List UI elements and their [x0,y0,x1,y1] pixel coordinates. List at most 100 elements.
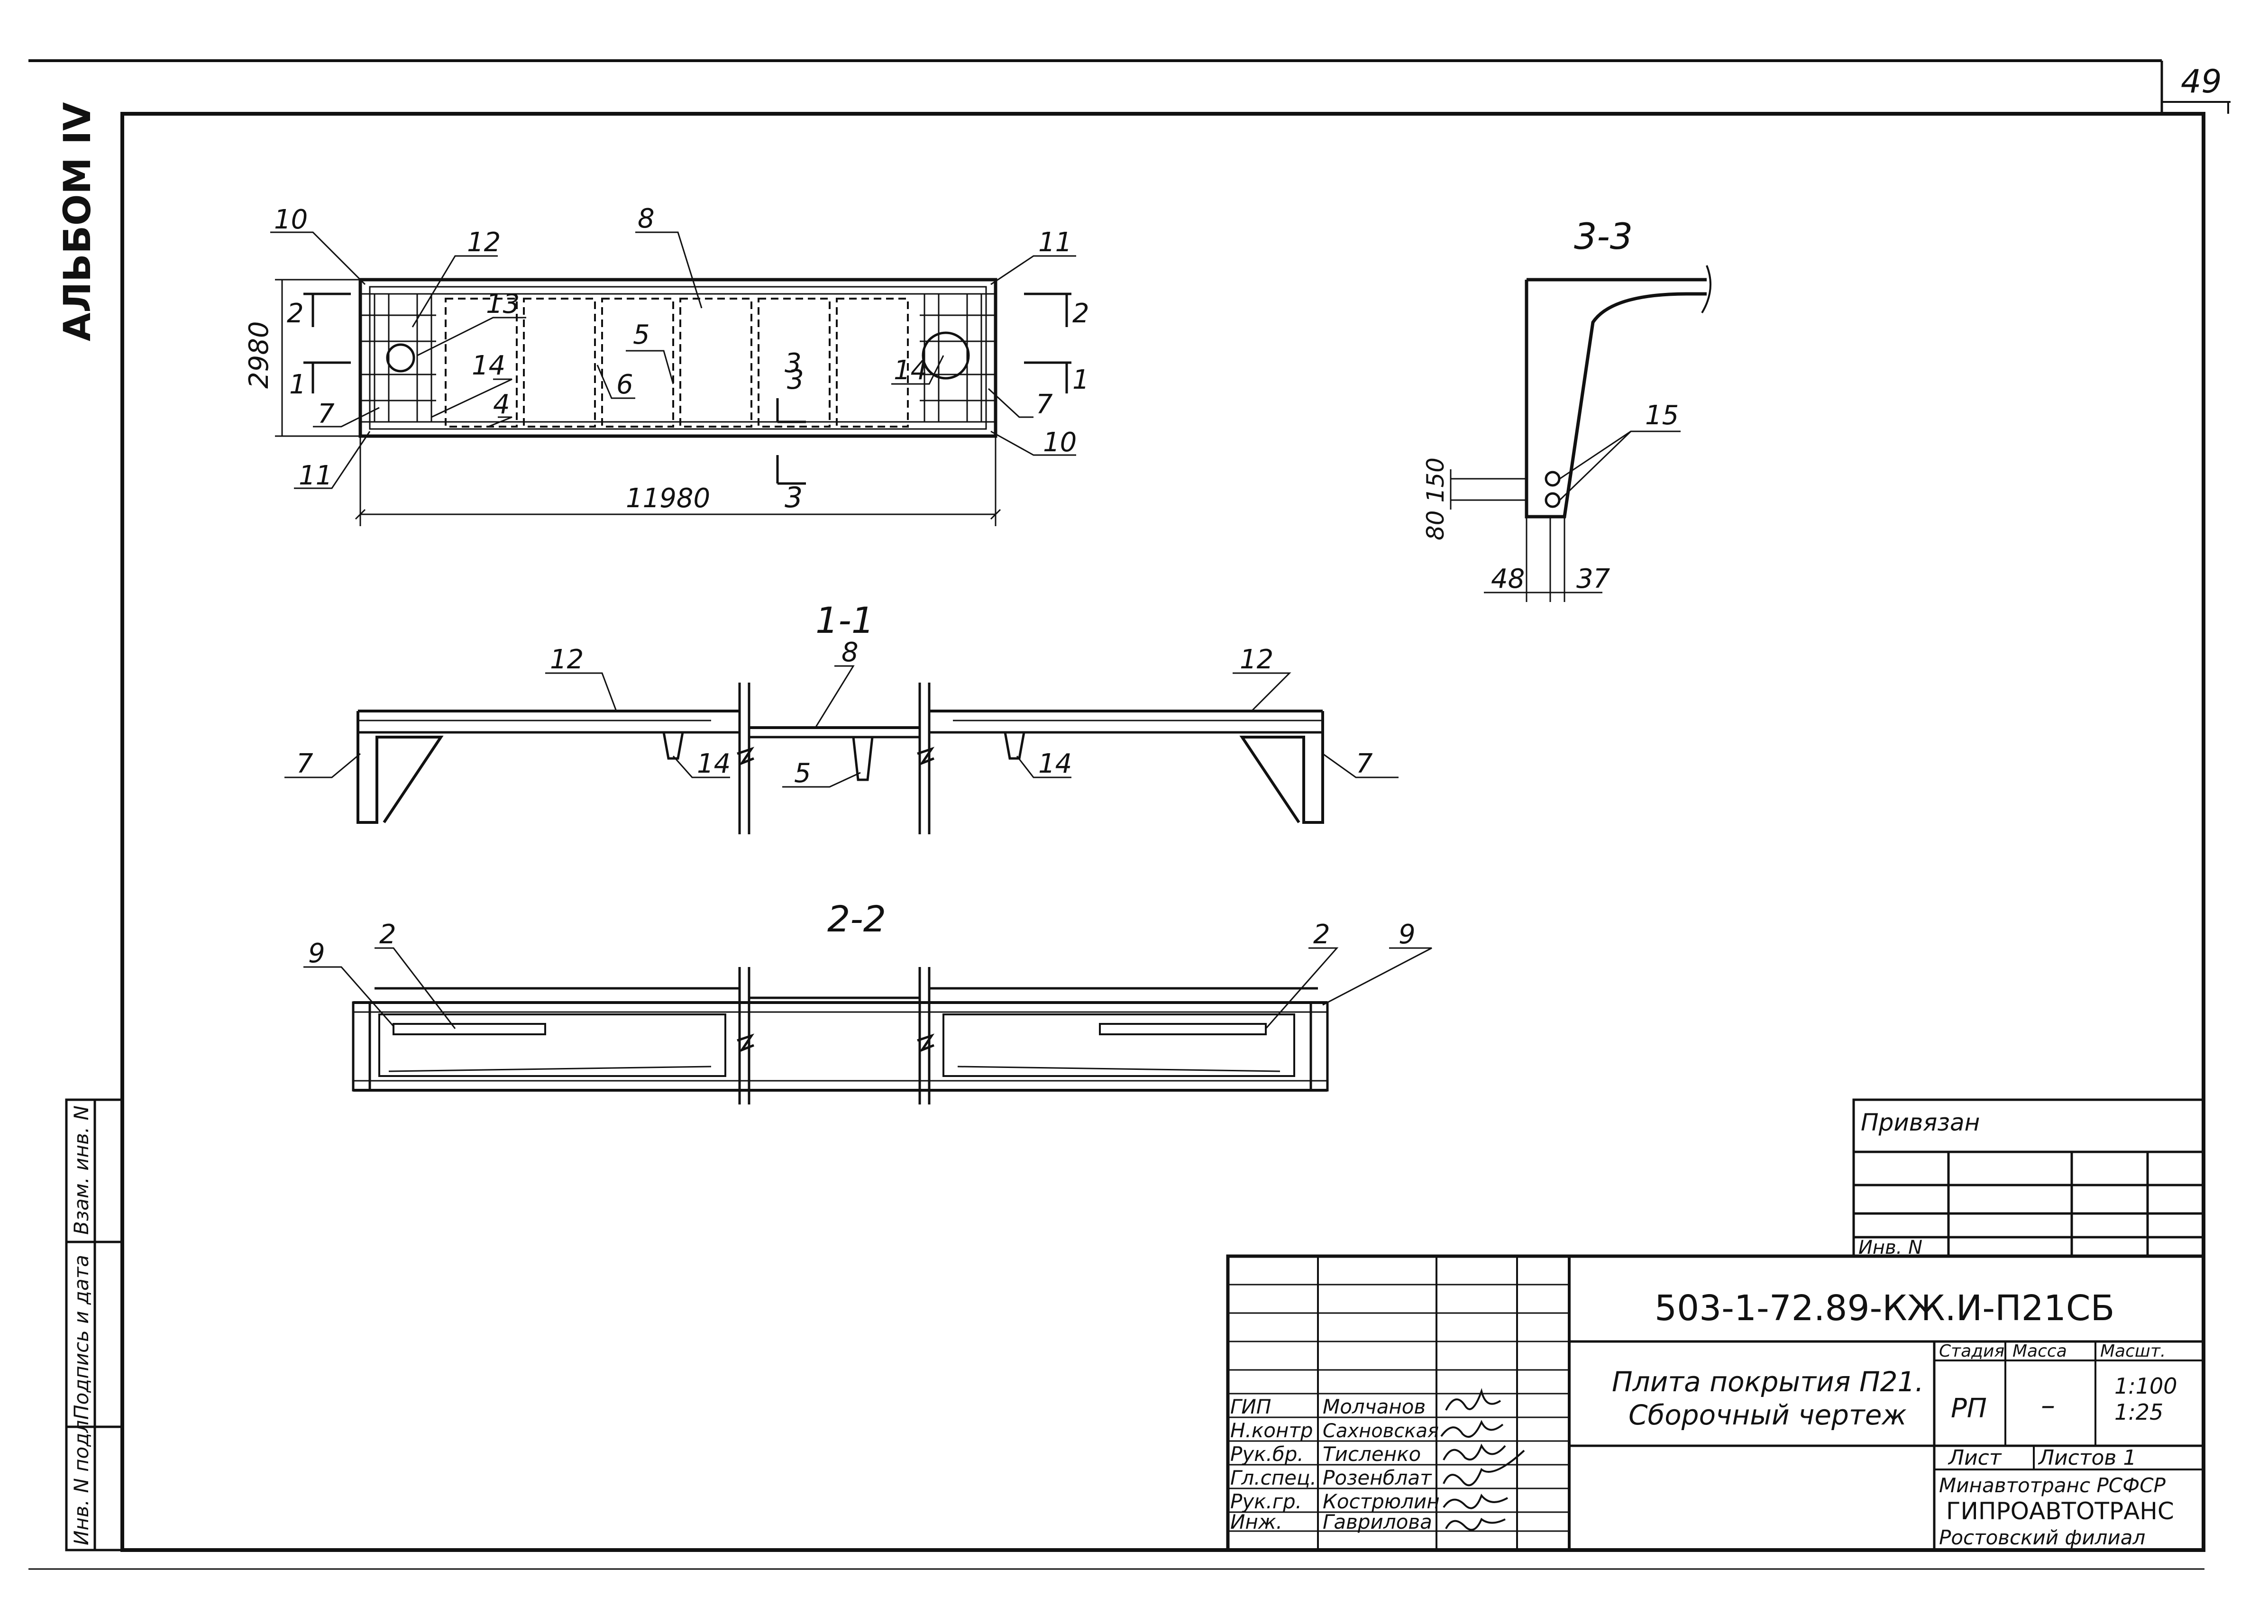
section-2-2-callout-9b: 9 [1399,919,1416,950]
plan-callout-11a: 11 [1038,227,1072,258]
plan-callout-14b: 14 [894,355,927,386]
person-name-5: Гаврилова [1323,1510,1432,1533]
plan-end-grid-right [920,294,996,422]
signatures [1441,1391,1524,1530]
person-role-3: Гл.спец. [1230,1466,1317,1489]
section-1-1-callout-14a: 14 [697,748,731,779]
plan-callout-6: 6 [616,369,633,400]
org-line2: ГИПРОАВТОТРАНС [1946,1497,2174,1525]
plan-callout-10a: 10 [274,204,308,235]
section-3-3-dim-left: 48 [1491,564,1525,594]
section-1-1-callout-5: 5 [794,758,811,789]
plan-callout-14a: 14 [472,350,505,381]
plan-mark-1-right: 1 [1072,365,1089,395]
plan-callout-3: 3 [787,365,804,395]
plan-dashed-panels [446,299,908,427]
scale-value-1: 1:100 [2114,1373,2177,1399]
plan-mark-2-left: 2 [287,298,304,329]
plan-callout-10b: 10 [1043,427,1077,458]
plan-callout-12: 12 [467,227,501,258]
sheet-number: 49 [2181,63,2222,100]
side-stamp [66,1100,122,1550]
section-2-2-breaks [737,967,934,1104]
plan-lifting-hole-right [923,333,969,378]
plan-leaders [270,232,1076,488]
head-stage: Стадия [1939,1341,2004,1361]
section-1-1-breaks [737,683,934,834]
head-scale: Масшт. [2100,1341,2166,1361]
plan-labels: 10 12 8 11 13 5 14 3 6 4 7 14 7 10 11 29… [244,203,1089,514]
title-block [1228,1256,2204,1550]
section-1-1-callout-7a: 7 [296,748,313,779]
section-3-3-dim-right: 37 [1576,564,1610,594]
sheet-label: Лист [1948,1446,2002,1470]
plan-mark-1-left: 1 [289,369,306,400]
side-stamp-podpis: Подпись и дата [70,1255,93,1420]
section-1-1-callout-12b: 12 [1240,644,1273,675]
side-stamp-vzam: Взам. инв. N [70,1105,93,1235]
section-3-3-title: 3-3 [1574,215,1633,257]
plan-dim-length: 11980 [626,483,710,514]
plan-callout-7a: 7 [318,399,335,429]
plan-slab-outline [360,280,996,436]
plan-callout-13: 13 [486,289,520,319]
person-role-4: Рук.гр. [1230,1490,1302,1513]
plan-callout-11b: 11 [299,460,332,491]
section-2-2-title: 2-2 [827,898,886,940]
privyazan-block [1854,1100,2204,1256]
person-name-1: Сахновская [1323,1420,1439,1442]
section-3-3 [1451,265,1710,602]
privyazan-label: Привязан [1861,1109,1980,1136]
person-name-0: Молчанов [1323,1395,1426,1418]
section-2-2 [303,948,1432,1104]
plan-mark-3-top: 3 [785,348,802,379]
section-1-1-callout-12a: 12 [550,644,584,675]
scale-value-2: 1:25 [2114,1399,2163,1425]
stage-value: РП [1951,1393,1987,1424]
drawing-name-line2: Сборочный чертеж [1628,1399,1907,1431]
plan-dim-width: 2980 [244,321,274,389]
org-line3: Ростовский филиал [1939,1526,2145,1549]
plan-end-grid-left [360,294,436,422]
sheet-frame [28,61,2231,1569]
plan-lifting-hole-left [387,345,414,371]
person-role-0: ГИП [1230,1395,1271,1418]
person-role-1: Н.контр [1230,1419,1313,1442]
section-1-1-callout-7b: 7 [1356,748,1373,779]
plan-view [270,232,1076,526]
plan-section-marks [303,294,1071,484]
plan-dimensions [275,280,1000,526]
designation: 503-1-72.89-КЖ.И-П21СБ [1655,1288,2114,1329]
plan-callout-5: 5 [633,319,650,350]
person-role-2: Рук.бр. [1230,1442,1304,1466]
person-name-4: Кострюлин [1323,1490,1440,1513]
plan-mark-2-right: 2 [1072,298,1089,329]
section-1-1-callout-14b: 14 [1038,748,1072,779]
section-1-1-callout-8: 8 [841,637,859,668]
sheets-label: Листов 1 [2038,1446,2136,1470]
title-block-left-rows [1228,1285,1569,1531]
plan-callout-8: 8 [638,203,655,234]
section-1-1-leaders [284,666,1399,787]
side-stamp-inv-podl: Инв. N подл [70,1420,93,1545]
album-label: АЛЬБОМ IV [56,102,99,341]
section-3-3-dim-vertical: 80 150 [1422,457,1449,540]
mass-value: – [2041,1389,2055,1422]
head-mass: Масса [2012,1341,2067,1361]
plan-callout-4: 4 [493,389,510,420]
drawing-name-line1: Плита покрытия П21. [1612,1366,1924,1398]
person-name-2: Тисленко [1323,1442,1421,1466]
section-2-2-leaders [303,948,1432,1029]
org-line1: Минавтотранс РСФСР [1939,1474,2166,1497]
section-2-2-callout-2a: 2 [379,919,396,950]
section-1-1 [284,666,1399,834]
person-role-5: Инж. [1230,1510,1282,1533]
section-2-2-callout-9a: 9 [308,938,325,969]
section-3-3-callout-15: 15 [1645,400,1679,431]
plan-slab-inner [370,287,986,429]
person-name-3: Розенблат [1323,1466,1432,1489]
plan-callout-7b: 7 [1036,389,1053,420]
plan-mark-3-bottom: 3 [785,481,803,514]
section-2-2-callout-2b: 2 [1313,919,1330,950]
